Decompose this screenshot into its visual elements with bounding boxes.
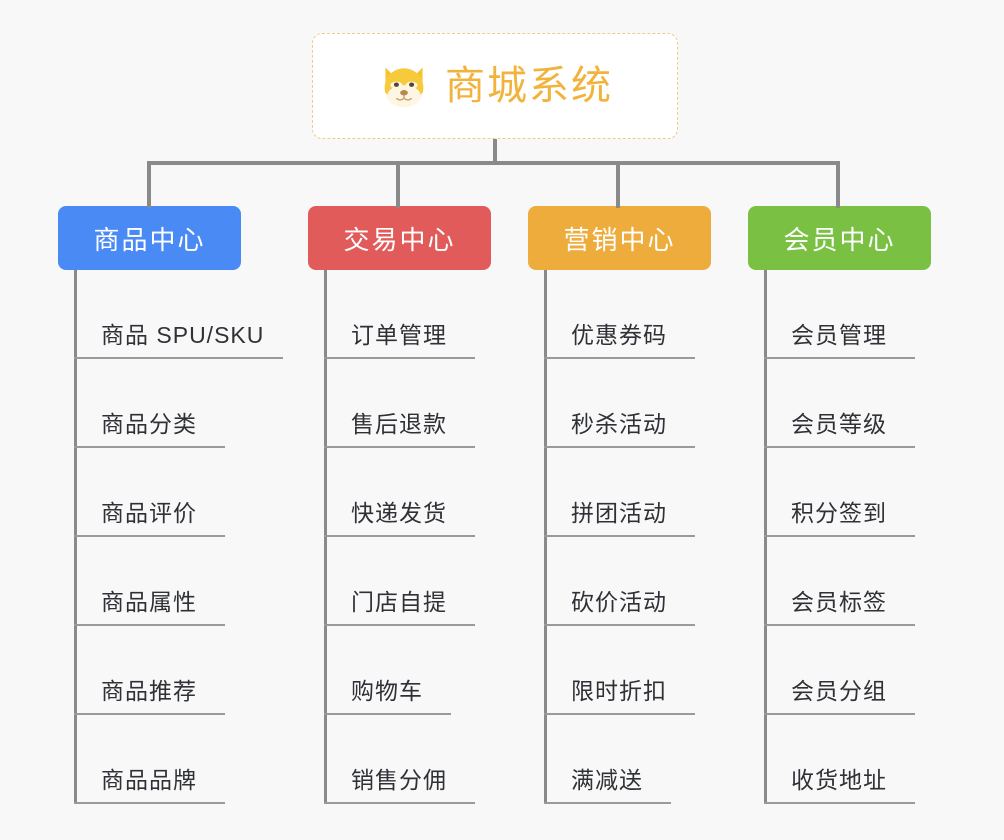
- leaf-underline: [324, 624, 475, 626]
- leaf-item[interactable]: 快递发货: [308, 448, 491, 537]
- root-title: 商城系统: [445, 64, 613, 108]
- leaf-label: 门店自提: [351, 589, 447, 615]
- leaf-item[interactable]: 拼团活动: [528, 448, 711, 537]
- leaf-underline: [324, 535, 475, 537]
- leaf-label: 商品分类: [101, 411, 197, 437]
- connector-horizontal-bus: [149, 161, 840, 165]
- leaf-label: 优惠券码: [571, 322, 667, 348]
- leaf-item[interactable]: 优惠券码: [528, 270, 711, 359]
- connector-drop-1: [147, 161, 151, 208]
- leaf-label: 快递发货: [351, 500, 447, 526]
- leaf-label: 商品品牌: [101, 767, 197, 793]
- leaf-underline: [764, 535, 915, 537]
- leaf-item[interactable]: 商品分类: [58, 359, 241, 448]
- leaf-list-2: 订单管理售后退款快递发货门店自提购物车销售分佣: [308, 270, 491, 804]
- leaf-item[interactable]: 商品品牌: [58, 715, 241, 804]
- leaf-label: 会员管理: [791, 322, 887, 348]
- leaf-underline: [74, 802, 225, 804]
- branch-header-4[interactable]: 会员中心: [748, 206, 931, 270]
- leaf-item[interactable]: 商品 SPU/SKU: [58, 270, 283, 359]
- leaf-underline: [544, 713, 695, 715]
- leaf-underline: [544, 624, 695, 626]
- branch-header-1[interactable]: 商品中心: [58, 206, 241, 270]
- leaf-item[interactable]: 销售分佣: [308, 715, 491, 804]
- leaf-underline: [74, 624, 225, 626]
- connector-drop-4: [836, 161, 840, 208]
- leaf-item[interactable]: 砍价活动: [528, 537, 711, 626]
- leaf-label: 购物车: [351, 678, 423, 704]
- leaf-list-3: 优惠券码秒杀活动拼团活动砍价活动限时折扣满减送: [528, 270, 711, 804]
- leaf-label: 收货地址: [791, 767, 887, 793]
- leaf-item[interactable]: 商品属性: [58, 537, 241, 626]
- dog-face-icon: [377, 59, 431, 113]
- connector-drop-2: [396, 161, 400, 208]
- leaf-label: 会员分组: [791, 678, 887, 704]
- root-node[interactable]: 商城系统: [312, 33, 678, 139]
- leaf-label: 商品推荐: [101, 678, 197, 704]
- connector-drop-3: [616, 161, 620, 208]
- leaf-list-1: 商品 SPU/SKU 商品分类商品评价商品属性商品推荐商品品牌: [58, 270, 283, 804]
- leaf-item[interactable]: 订单管理: [308, 270, 491, 359]
- leaf-label: 砍价活动: [571, 589, 667, 615]
- leaf-item[interactable]: 门店自提: [308, 537, 491, 626]
- leaf-label: 满减送: [571, 767, 643, 793]
- leaf-item[interactable]: 积分签到: [748, 448, 931, 537]
- leaf-item[interactable]: 售后退款: [308, 359, 491, 448]
- leaf-label: 售后退款: [351, 411, 447, 437]
- leaf-underline: [544, 802, 671, 804]
- branch-3: 营销中心优惠券码秒杀活动拼团活动砍价活动限时折扣满减送: [528, 206, 711, 804]
- leaf-underline: [324, 802, 475, 804]
- branch-2: 交易中心订单管理售后退款快递发货门店自提购物车销售分佣: [308, 206, 491, 804]
- leaf-label: 积分签到: [791, 500, 887, 526]
- leaf-underline: [544, 446, 695, 448]
- leaf-underline: [74, 357, 283, 359]
- leaf-underline: [764, 624, 915, 626]
- leaf-item[interactable]: 会员管理: [748, 270, 931, 359]
- leaf-label: 销售分佣: [351, 767, 447, 793]
- leaf-item[interactable]: 商品评价: [58, 448, 241, 537]
- leaf-label: 商品属性: [101, 589, 197, 615]
- leaf-label: 会员等级: [791, 411, 887, 437]
- leaf-underline: [324, 357, 475, 359]
- leaf-underline: [764, 713, 915, 715]
- leaf-underline: [764, 357, 915, 359]
- leaf-underline: [764, 802, 915, 804]
- leaf-label: 限时折扣: [571, 678, 667, 704]
- leaf-item[interactable]: 购物车: [308, 626, 491, 715]
- branch-spine-2: [324, 270, 327, 804]
- leaf-label: 秒杀活动: [571, 411, 667, 437]
- leaf-underline: [324, 446, 475, 448]
- branch-spine-4: [764, 270, 767, 804]
- leaf-label: 商品 SPU/SKU: [101, 322, 265, 348]
- leaf-underline: [74, 713, 225, 715]
- leaf-item[interactable]: 会员标签: [748, 537, 931, 626]
- leaf-underline: [544, 535, 695, 537]
- leaf-label: 拼团活动: [571, 500, 667, 526]
- leaf-item[interactable]: 会员等级: [748, 359, 931, 448]
- connector-root-stem: [493, 139, 497, 163]
- branch-4: 会员中心会员管理会员等级积分签到会员标签会员分组收货地址: [748, 206, 931, 804]
- branch-1: 商品中心商品 SPU/SKU 商品分类商品评价商品属性商品推荐商品品牌: [58, 206, 283, 804]
- leaf-list-4: 会员管理会员等级积分签到会员标签会员分组收货地址: [748, 270, 931, 804]
- leaf-item[interactable]: 满减送: [528, 715, 711, 804]
- leaf-label: 订单管理: [351, 322, 447, 348]
- leaf-item[interactable]: 秒杀活动: [528, 359, 711, 448]
- branch-header-3[interactable]: 营销中心: [528, 206, 711, 270]
- leaf-underline: [764, 446, 915, 448]
- leaf-item[interactable]: 会员分组: [748, 626, 931, 715]
- leaf-underline: [74, 535, 225, 537]
- branch-spine-3: [544, 270, 547, 804]
- branch-spine-1: [74, 270, 77, 804]
- leaf-label: 会员标签: [791, 589, 887, 615]
- leaf-item[interactable]: 收货地址: [748, 715, 931, 804]
- leaf-item[interactable]: 限时折扣: [528, 626, 711, 715]
- leaf-underline: [544, 357, 695, 359]
- branch-header-2[interactable]: 交易中心: [308, 206, 491, 270]
- leaf-label: 商品评价: [101, 500, 197, 526]
- leaf-underline: [324, 713, 451, 715]
- leaf-underline: [74, 446, 225, 448]
- leaf-item[interactable]: 商品推荐: [58, 626, 241, 715]
